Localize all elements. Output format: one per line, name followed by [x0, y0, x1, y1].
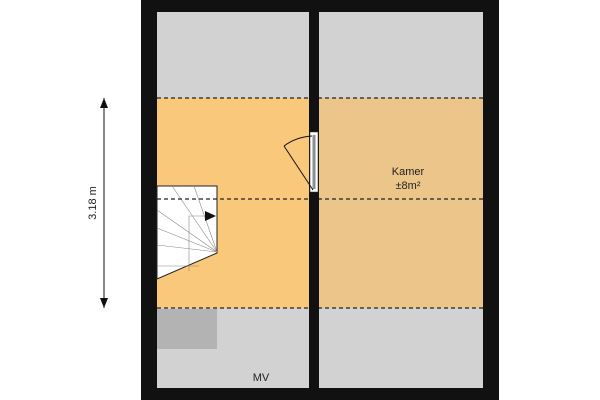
height-dimension: 3.18 m: [87, 98, 108, 308]
door[interactable]: [283, 131, 319, 193]
mv-label: MV: [253, 372, 270, 384]
middle-wall: [309, 0, 319, 132]
room-area: ±8m²: [396, 180, 421, 192]
ceiling-height-lines: [157, 97, 483, 309]
arrow-up-icon: [100, 98, 108, 108]
room-name: Kamer: [392, 166, 425, 178]
dimension-label: 3.18 m: [87, 186, 99, 220]
storage-block: [157, 309, 217, 349]
stairs: [156, 185, 218, 280]
arrow-down-icon: [100, 298, 108, 308]
room-kamer: [319, 98, 483, 308]
stairs-direction-arrow-icon: [205, 211, 216, 221]
middle-wall: [309, 192, 319, 400]
